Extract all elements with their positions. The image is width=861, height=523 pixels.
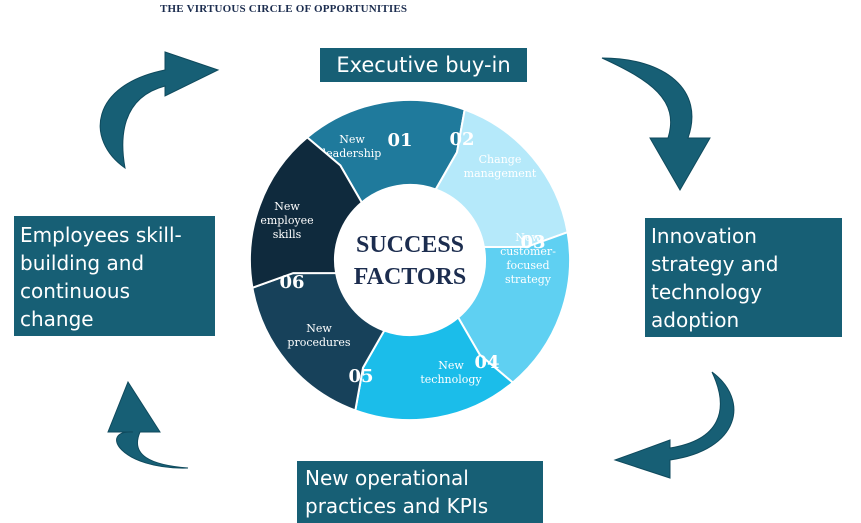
segment-label: New [438, 359, 464, 372]
center-line: FACTORS [354, 264, 466, 290]
segment-label: Change [479, 153, 522, 166]
segment-number: 06 [279, 272, 304, 293]
segment-label: technology [420, 373, 482, 386]
box-line: technology [651, 280, 763, 304]
operational-practices-box: New operational practices and KPIs [297, 461, 543, 523]
success-factors-ring: Newleadership01Changemanagement02Newcust… [249, 99, 571, 421]
segment-label: New [339, 133, 365, 146]
center-line: SUCCESS [356, 232, 464, 258]
executive-buy-in-label: Executive buy-in [336, 53, 511, 77]
arrow-top-right [601, 57, 711, 192]
segment-label: skills [273, 228, 302, 241]
segment-label: New [515, 231, 541, 244]
segment-label: leadership [323, 147, 382, 160]
segment-number: 05 [348, 366, 373, 387]
employee-skills-box: Employees skill- building and continuous… [14, 216, 215, 336]
segment-label: New [274, 200, 300, 213]
segment-number: 03 [520, 232, 545, 253]
arrow-top-left [99, 51, 220, 170]
box-line: New operational [305, 466, 469, 490]
box-line: strategy and [651, 252, 779, 276]
center-circle [335, 185, 485, 335]
segment-label: strategy [505, 273, 552, 286]
segment-number: 04 [474, 352, 499, 373]
box-line: Employees skill- [20, 223, 182, 247]
segment-number: 02 [449, 129, 474, 150]
segment-number: 01 [387, 130, 412, 151]
segment-label: procedures [287, 336, 350, 349]
segment-label: focused [506, 259, 549, 272]
segment-label: employee [260, 214, 313, 227]
innovation-strategy-box: Innovation strategy and technology adopt… [645, 218, 842, 337]
box-line: adoption [651, 308, 740, 332]
executive-buy-in-box: Executive buy-in [320, 48, 527, 82]
box-line: change [20, 307, 94, 331]
segment-label: customer- [500, 245, 556, 258]
segment-label: management [464, 167, 537, 180]
box-line: building and [20, 251, 145, 275]
segment-label: New [306, 322, 332, 335]
arrow-bottom-left [107, 380, 189, 469]
diagram-title: THE VIRTUOUS CIRCLE OF OPPORTUNITIES [160, 3, 408, 15]
box-line: continuous [20, 279, 130, 303]
box-line: practices and KPIs [305, 494, 489, 518]
box-line: Innovation [651, 224, 757, 248]
cycle-arrows [99, 51, 735, 479]
arrow-bottom-right [613, 371, 735, 479]
